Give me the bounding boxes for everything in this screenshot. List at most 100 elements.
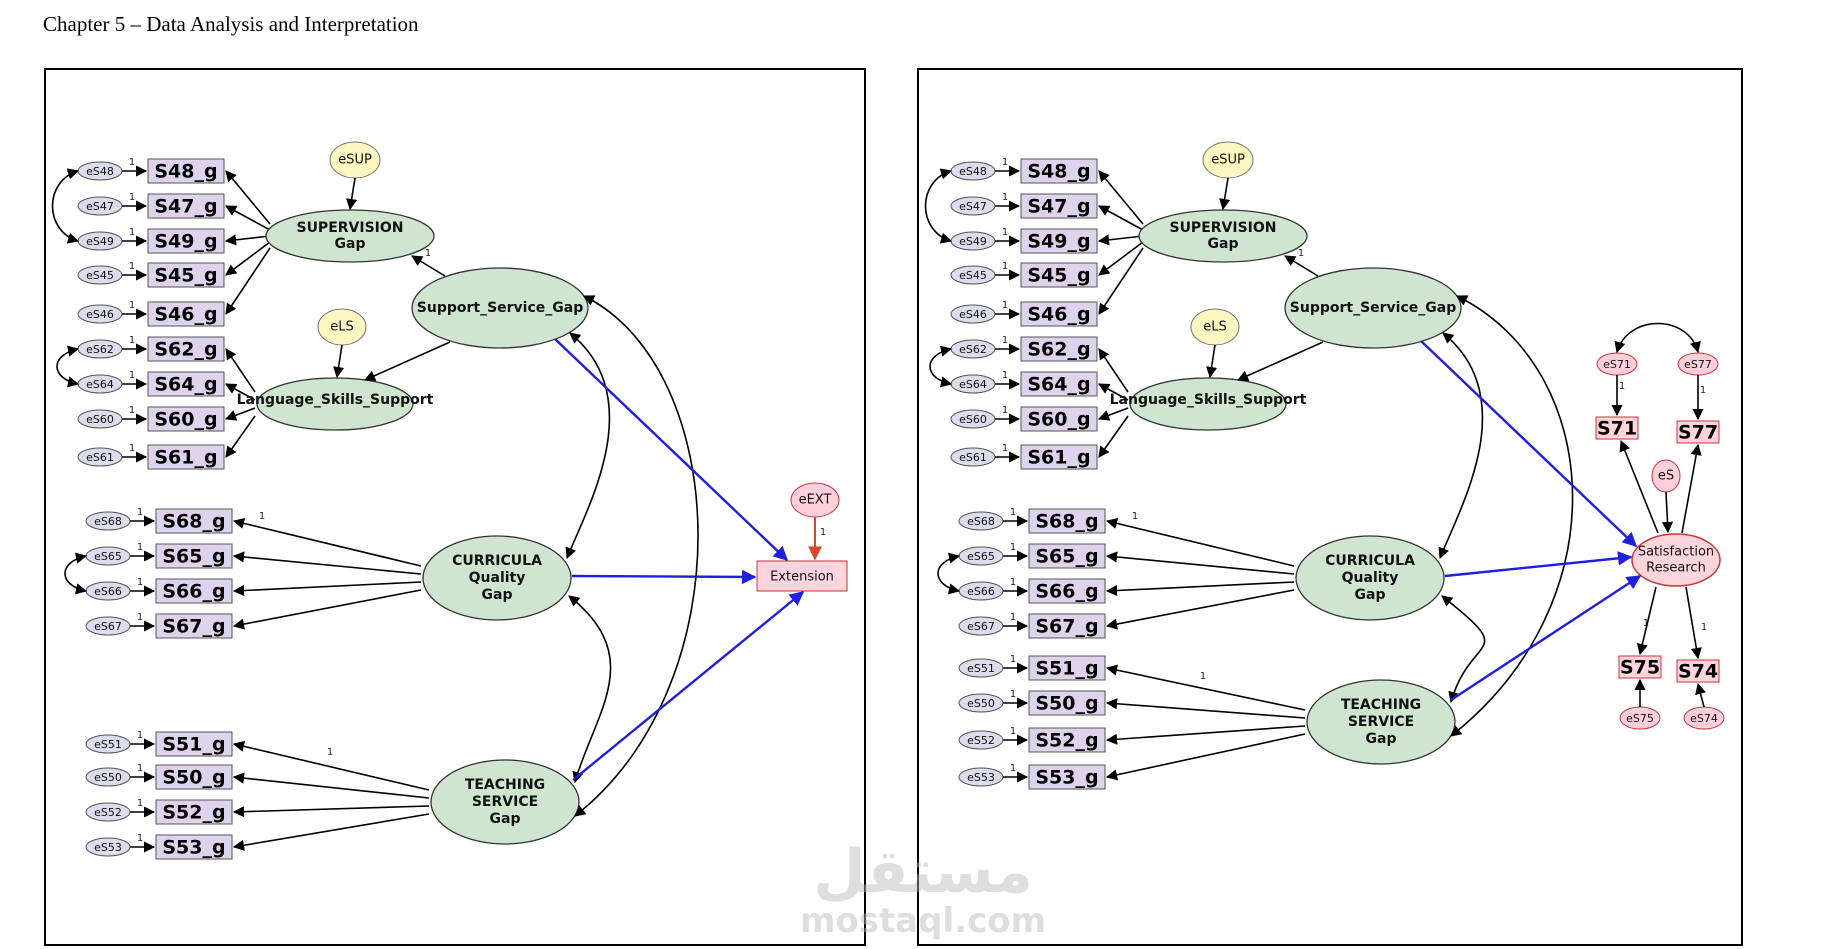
indicator-s45-g-label: S45_g bbox=[1027, 265, 1090, 287]
weight-tea-first: 1 bbox=[327, 747, 333, 758]
weight-es64: 1 bbox=[1002, 370, 1008, 381]
indicator-s66-g-box bbox=[155, 578, 233, 604]
indicator-s68-g-label: S68_g bbox=[162, 511, 225, 533]
loading-to-s65-g bbox=[232, 551, 422, 575]
error-es53-label: eS53 bbox=[94, 841, 122, 854]
indicator-s67-g-box bbox=[1028, 613, 1106, 639]
error-es68-label: eS68 bbox=[967, 515, 995, 528]
indicator-s65-g-label: S65_g bbox=[1035, 546, 1098, 568]
loading-to-s50-g bbox=[1105, 698, 1306, 719]
weight-s77: 1 bbox=[1700, 385, 1706, 396]
loading-to-s53-g bbox=[232, 813, 430, 851]
right-panel-frame bbox=[917, 68, 1743, 946]
error-es49-label: eS49 bbox=[959, 235, 987, 248]
path-teaching-to-extension bbox=[572, 591, 805, 781]
loading-to-s68-g bbox=[232, 517, 422, 567]
covariance-cur-errors bbox=[937, 552, 961, 595]
indicator-s62-g-label: S62_g bbox=[1027, 339, 1090, 361]
latent-curricula-label-line-1: CURRICULA bbox=[1325, 553, 1415, 569]
weight-cur-first: 1 bbox=[1132, 511, 1138, 522]
loading-to-s67-g bbox=[1105, 589, 1295, 630]
weight-es49: 1 bbox=[129, 227, 135, 238]
indicator-s49-g-label: S49_g bbox=[154, 231, 217, 253]
indicator-s46-g-label: S46_g bbox=[154, 304, 217, 326]
indicator-s49-g-box bbox=[1020, 228, 1098, 254]
weight-es46: 1 bbox=[1002, 300, 1008, 311]
indicator-s53-g-box bbox=[1028, 764, 1106, 790]
disturbance-els-label: eLS bbox=[330, 320, 354, 335]
indicator-s64-g-label: S64_g bbox=[154, 374, 217, 396]
weight-es65: 1 bbox=[137, 542, 143, 553]
loading-to-s67-g bbox=[232, 589, 422, 630]
indicator-s65-g-box bbox=[155, 543, 233, 569]
loading-to-s77 bbox=[1681, 443, 1702, 534]
weight-es50: 1 bbox=[137, 763, 143, 774]
arrow-es-to-satisfaction bbox=[1661, 491, 1674, 534]
arrow-esup-to-supervision bbox=[1219, 177, 1231, 211]
loading-to-s51-g bbox=[232, 740, 430, 791]
weight-es68: 1 bbox=[1010, 507, 1016, 518]
indicator-s77-label: S77 bbox=[1678, 422, 1718, 444]
error-es50-label: eS50 bbox=[967, 697, 995, 710]
indicator-s52-g-label: S52_g bbox=[162, 802, 225, 824]
indicator-s51-g-label: S51_g bbox=[1035, 658, 1098, 680]
indicator-s49-g-box bbox=[147, 228, 225, 254]
indicator-s48-g-box bbox=[147, 158, 225, 184]
loading-to-s65-g bbox=[1105, 551, 1295, 575]
latent-curricula-ellipse bbox=[1295, 535, 1445, 621]
watermark-latin: mostaql.com bbox=[800, 901, 1046, 941]
indicator-s62-g-box bbox=[1020, 336, 1098, 362]
weight-es48: 1 bbox=[1002, 157, 1008, 168]
error-es62-label: eS62 bbox=[86, 343, 114, 356]
loading-to-s46-g bbox=[225, 247, 271, 315]
left-panel-frame bbox=[44, 68, 866, 946]
weight-es61: 1 bbox=[1002, 443, 1008, 454]
error-es46-label: eS46 bbox=[959, 308, 987, 321]
indicator-s67-g-label: S67_g bbox=[1035, 616, 1098, 638]
arrow-support-to-language bbox=[1236, 341, 1324, 381]
error-es47-label: eS47 bbox=[86, 200, 114, 213]
weight-es52: 1 bbox=[137, 798, 143, 809]
loading-to-s52-g bbox=[1105, 725, 1306, 745]
weight-es60: 1 bbox=[129, 405, 135, 416]
path-curricula-to-satisfaction bbox=[1444, 551, 1633, 578]
error-es75-label: eS75 bbox=[1626, 712, 1654, 725]
arrow-es74-to-s74 bbox=[1695, 682, 1706, 708]
covariance-es71-es77 bbox=[1614, 322, 1701, 354]
weight-es62: 1 bbox=[129, 335, 135, 346]
indicator-s46-g-box bbox=[1020, 301, 1098, 327]
loading-to-s53-g bbox=[1105, 733, 1306, 781]
weight-es61: 1 bbox=[129, 443, 135, 454]
indicator-s51-g-label: S51_g bbox=[162, 734, 225, 756]
error-es48-label: eS48 bbox=[86, 165, 114, 178]
loading-to-s64-g bbox=[225, 383, 256, 401]
latent-satisfaction-label-line-1: Satisfaction bbox=[1638, 545, 1714, 560]
weight-es48: 1 bbox=[129, 157, 135, 168]
error-es46-label: eS46 bbox=[86, 308, 114, 321]
indicator-s47-g-label: S47_g bbox=[1027, 196, 1090, 218]
path-teaching-to-satisfaction bbox=[1450, 574, 1642, 702]
indicator-s53-g-box bbox=[155, 834, 233, 860]
latent-curricula-label-line-2: Quality bbox=[1342, 570, 1399, 586]
indicator-s64-g-box bbox=[147, 371, 225, 397]
weight-s75: 1 bbox=[1643, 618, 1649, 629]
latent-satisfaction-label-line-2: Research bbox=[1646, 561, 1706, 576]
loading-to-s50-g bbox=[232, 772, 430, 799]
indicator-s71-box bbox=[1595, 416, 1639, 440]
loading-to-s64-g bbox=[1098, 383, 1129, 401]
loading-to-s60-g bbox=[1097, 407, 1129, 421]
covariance-support-teaching bbox=[1450, 295, 1574, 737]
error-es45-label: eS45 bbox=[959, 269, 987, 282]
covariance-cur-errors bbox=[64, 552, 88, 595]
error-es48-label: eS48 bbox=[959, 165, 987, 178]
weight-es53: 1 bbox=[1010, 763, 1016, 774]
indicator-s66-g-box bbox=[1028, 578, 1106, 604]
arrow-support-to-language bbox=[363, 341, 451, 381]
outcome-extension-box bbox=[756, 560, 848, 592]
watermark-arabic: مستقل bbox=[813, 837, 1032, 907]
path-support-to-satisfaction bbox=[1420, 340, 1638, 547]
latent-supervision-label-line-2: Gap bbox=[1208, 236, 1239, 252]
loading-to-s47-g bbox=[1098, 205, 1144, 231]
loading-to-s49-g bbox=[1097, 234, 1144, 246]
indicator-s68-g-label: S68_g bbox=[1035, 511, 1098, 533]
